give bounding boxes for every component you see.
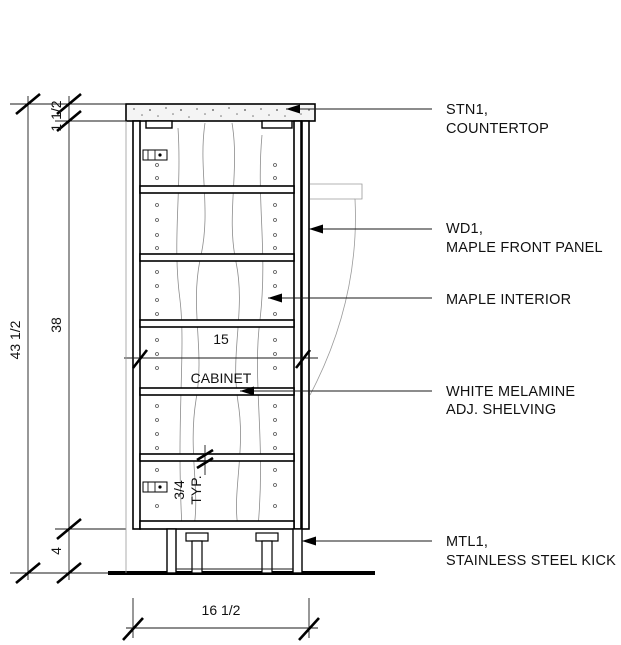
- cabinet-height-text: 38: [48, 317, 64, 333]
- shelf-thickness-dimension: [196, 445, 214, 475]
- depth-text: 16 1/2: [202, 602, 241, 618]
- sink-bowl-outline: [309, 183, 363, 396]
- shelf-pin-holes: [155, 163, 277, 508]
- interior-width-text: 15: [213, 331, 229, 347]
- top-cleat-right: [261, 120, 293, 129]
- typical-text: TYP.: [188, 475, 204, 504]
- adjustable-legs: [166, 528, 303, 574]
- kick-height-text: 4: [48, 547, 64, 555]
- stn1-code-label: STN1,: [446, 102, 488, 118]
- stn1-desc-label: COUNTERTOP: [446, 121, 549, 137]
- mtl1-code-label: MTL1,: [446, 534, 488, 550]
- depth-dimension: [122, 598, 320, 641]
- interior-width-dimension: [124, 349, 318, 369]
- cabinet-word-text: CABINET: [191, 370, 252, 386]
- countertop-thickness-text: 1 1/2: [48, 100, 64, 131]
- adj-shelving-label: ADJ. SHELVING: [446, 402, 556, 418]
- maple-interior-label: MAPLE INTERIOR: [446, 292, 571, 308]
- hinge-bracket-upper: [142, 149, 168, 161]
- white-melamine-label: WHITE MELAMINE: [446, 384, 575, 400]
- countertop-slab: [125, 103, 316, 122]
- top-cleat-left: [145, 120, 173, 129]
- callout-leaders: [240, 104, 432, 546]
- overall-height-text: 43 1/2: [7, 320, 23, 359]
- shelf-thickness-text: 3/4: [171, 480, 187, 500]
- mtl1-desc-label: STAINLESS STEEL KICK: [446, 553, 616, 569]
- vertical-dimensions: [10, 93, 127, 584]
- adjustable-shelves: [139, 185, 295, 530]
- hinge-bracket-lower: [142, 481, 168, 493]
- wd1-code-label: WD1,: [446, 221, 483, 237]
- wd1-desc-label: MAPLE FRONT PANEL: [446, 240, 603, 256]
